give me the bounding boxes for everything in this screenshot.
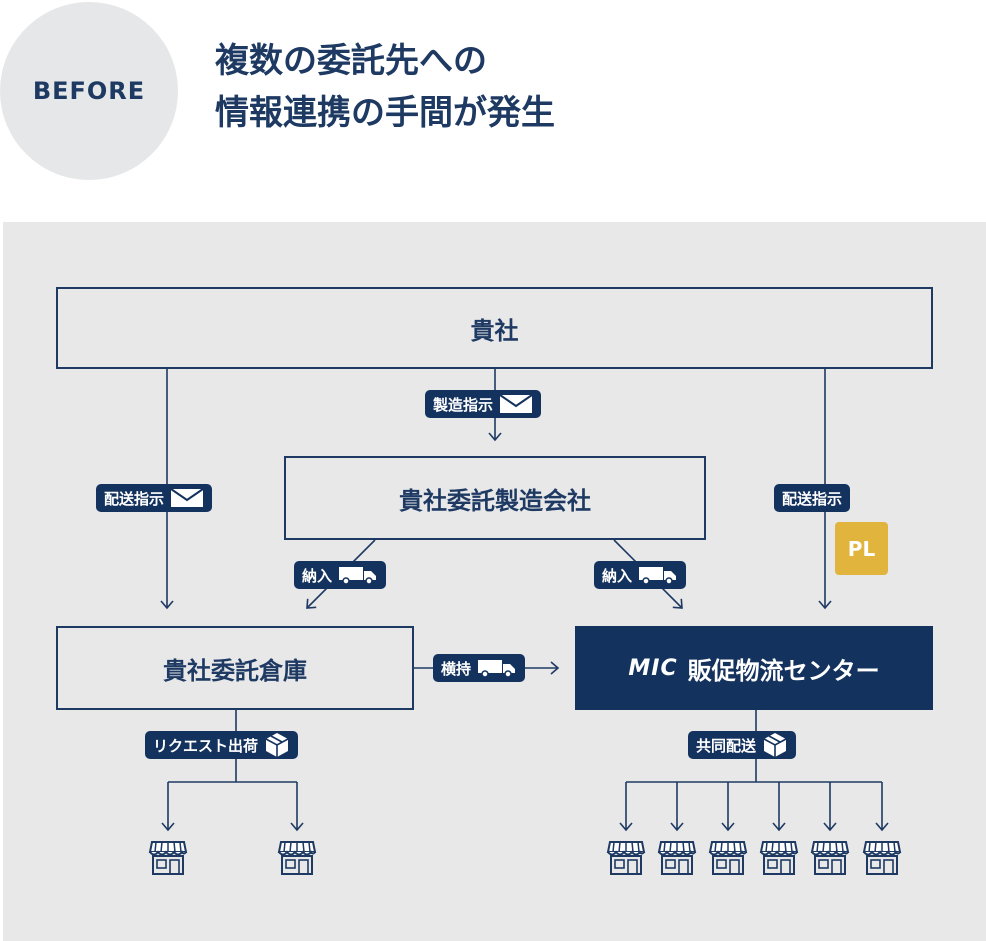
- arrowhead: [488, 432, 502, 442]
- pl-label: PL: [847, 536, 876, 561]
- arrowhead: [823, 822, 837, 832]
- arrowhead: [670, 822, 684, 832]
- store-icon: [657, 840, 697, 880]
- store-icon: [810, 840, 850, 880]
- arrowhead: [306, 598, 317, 609]
- envelope-icon: [499, 394, 533, 413]
- client-box: 貴社: [56, 287, 933, 369]
- before-label: BEFORE: [32, 77, 146, 105]
- tag-manufacturing-instruction: 製造指示: [425, 390, 542, 418]
- center-label: 販促物流センター: [687, 656, 880, 685]
- client-label: 貴社: [470, 316, 519, 345]
- tag-label: 横持: [441, 659, 472, 678]
- arrowhead: [818, 600, 832, 610]
- arrowhead: [721, 822, 735, 832]
- warehouse-box: 貴社委託倉庫: [56, 626, 414, 710]
- tag-label: 製造指示: [433, 395, 494, 414]
- mic-logo: MIC: [628, 655, 678, 681]
- tag-label: 納入: [302, 566, 333, 585]
- warehouse-label: 貴社委託倉庫: [163, 656, 307, 685]
- package-icon: [763, 733, 787, 757]
- tag-request-shipping: リクエスト出荷: [145, 731, 299, 759]
- title-line-2: 情報連携の手間が発生: [215, 93, 555, 133]
- arrowhead: [619, 822, 633, 832]
- tag-joint-delivery: 共同配送: [688, 731, 797, 759]
- truck-icon: [339, 567, 377, 585]
- truck-icon: [639, 567, 677, 585]
- truck-icon: [478, 660, 516, 678]
- envelope-icon: [170, 488, 204, 507]
- arrowhead: [161, 822, 175, 832]
- store-icon: [759, 840, 799, 880]
- title-line-1: 複数の委託先への: [215, 41, 487, 81]
- manufacturer-label: 貴社委託製造会社: [399, 486, 591, 515]
- page-title: 複数の委託先への 情報連携の手間が発生: [215, 35, 555, 139]
- store-icon: [862, 840, 902, 880]
- tag-label: 共同配送: [696, 736, 757, 755]
- manufacturer-box: 貴社委託製造会社: [284, 456, 706, 540]
- arrowhead: [672, 598, 683, 609]
- tag-delivery-instruction-right: 配送指示: [774, 484, 851, 512]
- tag-label: 納入: [602, 566, 633, 585]
- store-icon: [708, 840, 748, 880]
- arrowhead: [875, 822, 889, 832]
- before-badge: BEFORE: [0, 2, 178, 180]
- arrowhead: [290, 822, 304, 832]
- store-icon: [148, 840, 188, 880]
- tag-label: 配送指示: [782, 489, 843, 508]
- tag-delivery-instruction-left: 配送指示: [96, 484, 213, 512]
- arrowhead: [550, 661, 560, 675]
- tag-label: 配送指示: [104, 489, 165, 508]
- arrowhead: [772, 822, 786, 832]
- tag-delivery-in-right: 納入: [594, 561, 687, 589]
- pl-badge: PL: [835, 522, 888, 575]
- tag-delivery-in-left: 納入: [294, 561, 387, 589]
- tag-label: リクエスト出荷: [153, 736, 259, 755]
- tag-transfer: 横持: [433, 654, 526, 682]
- package-icon: [265, 733, 289, 757]
- arrowhead: [160, 600, 174, 610]
- store-icon: [277, 840, 317, 880]
- sales-promotion-center-box: MIC 販促物流センター: [575, 626, 933, 710]
- store-icon: [606, 840, 646, 880]
